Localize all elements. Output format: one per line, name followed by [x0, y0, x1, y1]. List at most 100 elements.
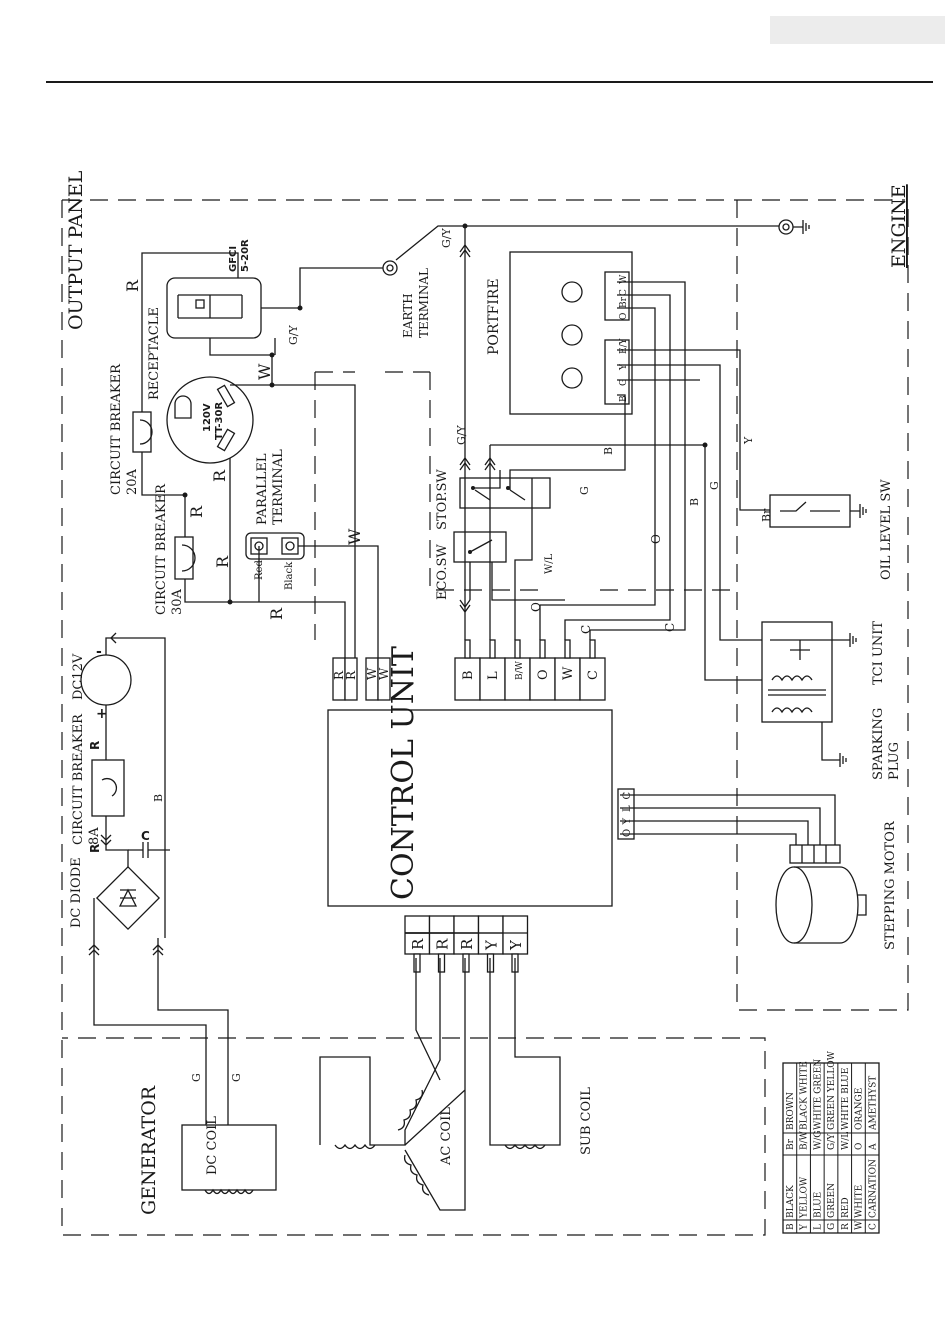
- cu-bottom-pin-label: R: [409, 938, 427, 950]
- cu-bottom-pin-label: Y: [483, 939, 501, 951]
- cu-bottom-pin-label: R: [434, 938, 452, 950]
- parallel-terminal-label-1: PARALLEL: [255, 453, 270, 525]
- ac-coil-label: AC COIL: [439, 1107, 454, 1166]
- oil-level-sw-label: OIL LEVEL SW: [879, 479, 894, 580]
- wire-label-b-2: B: [688, 498, 701, 506]
- dc12v-battery: - + DC12V: [71, 644, 132, 722]
- portfire-bottom-pin-label: G: [619, 379, 629, 386]
- cu-bottom-pin-cell: [502, 915, 529, 955]
- engine-wires: [464, 226, 770, 681]
- generator-title: GENERATOR: [138, 1085, 160, 1215]
- cu-top-pin-cell: [529, 657, 556, 701]
- cu-top-pin-label: B/W: [515, 660, 525, 680]
- cu-bottom-pin-cell: [453, 915, 480, 955]
- earth-terminal-label-2: TERMINAL: [417, 268, 431, 338]
- cu-left-pin-cell: [344, 657, 358, 701]
- breaker-30a-label: 30A: [170, 588, 185, 615]
- eco-sw-label: ECO.SW: [435, 544, 450, 600]
- parallel-terminal-label-2: TERMINAL: [271, 449, 286, 525]
- portfire-top-pin-label: W: [619, 274, 629, 284]
- section-borders: [61, 199, 909, 1236]
- legend-name: BROWN: [786, 1092, 796, 1130]
- gfci-label: GFCI: [228, 246, 239, 272]
- portfire-top-pin-label: O: [619, 313, 629, 320]
- legend-name: WHITE GREEN: [813, 1059, 823, 1130]
- legend-name: AMETHYST: [868, 1076, 878, 1131]
- cu-top-pin-lead: [539, 639, 546, 659]
- parallel-terminal: PARALLEL TERMINAL Red Black: [245, 449, 305, 590]
- ac-coil: AC COIL: [319, 958, 466, 1211]
- parallel-black-label: Black: [284, 561, 295, 590]
- battery-plus: +: [96, 706, 108, 722]
- legend-code: B/W: [800, 1130, 810, 1150]
- portfire-top-pin-label: C: [619, 289, 629, 296]
- wire-label-g-dc-2: G: [230, 1073, 243, 1082]
- cu-left-pin-label: R: [344, 670, 358, 680]
- wire-label-y-1: Y: [742, 436, 755, 445]
- legend-name: GREEN YELLOW: [827, 1050, 837, 1130]
- connector-arrow: [459, 243, 471, 258]
- wire-label-wl: W/L: [544, 553, 555, 574]
- cu-top-pin-lead: [514, 639, 521, 659]
- portfire-bottom-pin-label: Y: [619, 363, 629, 371]
- circuit-breaker-30a: CIRCUIT BREAKER 30A: [154, 483, 196, 615]
- legend-code: G/Y: [827, 1133, 837, 1150]
- connector-arrow: [459, 456, 471, 471]
- eco-switch: ECO.SW: [435, 531, 507, 600]
- cu-left-pin-label: R: [332, 670, 346, 680]
- motor-pin-label: O: [622, 829, 633, 837]
- stepping-motor: STEPPING MOTOR: [620, 794, 898, 950]
- legend-code: Y: [800, 1223, 810, 1231]
- circuit-breaker-label-2: CIRCUIT BREAKER: [154, 483, 169, 615]
- legend-name: GREEN: [827, 1183, 837, 1218]
- wire-label-g-dc-1: G: [190, 1073, 203, 1082]
- legend-name: ORANGE: [855, 1088, 865, 1130]
- dc12v-label: DC12V: [71, 653, 86, 700]
- cu-bottom-pin-cell: [404, 915, 431, 955]
- cu-top-pin-cell: [579, 657, 606, 701]
- header-tab: [770, 16, 945, 44]
- battery-minus: -: [96, 644, 102, 660]
- legend-code: W: [855, 1220, 865, 1230]
- wire-label-gy-1: G/Y: [287, 325, 300, 345]
- sparking-plug-label-1: SPARKING: [871, 708, 886, 780]
- sub-coil-label: SUB COIL: [579, 1087, 594, 1155]
- cu-top-pin-lead: [564, 639, 571, 659]
- legend-code: W/G: [813, 1131, 823, 1150]
- control-unit: CONTROL UNIT: [327, 646, 613, 907]
- legend-code: B: [786, 1223, 796, 1230]
- gfci-rating: 5-20R: [240, 239, 251, 272]
- legend-code: G: [827, 1223, 837, 1230]
- earth-terminal-label-1: EARTH: [401, 293, 415, 338]
- cu-bottom-pin-lead: [437, 953, 446, 973]
- legend-name: BLACK WHITE: [800, 1061, 810, 1130]
- wire-label-r-3: R: [187, 505, 206, 518]
- circuit-breaker-label-1: CIRCUIT BREAKER: [109, 363, 124, 495]
- connector-arrow: [484, 456, 496, 471]
- cu-bottom-pin-lead: [462, 953, 470, 973]
- legend-code: Br: [786, 1138, 796, 1150]
- breaker-8a-label: 8A: [87, 827, 102, 845]
- control-unit-label: CONTROL UNIT: [386, 646, 421, 900]
- cu-left-pin-label: W: [365, 667, 379, 680]
- stepping-motor-label: STEPPING MOTOR: [883, 820, 898, 950]
- portfire: PORTFIRE: [486, 251, 633, 415]
- receptacle-label: RECEPTACLE: [147, 307, 162, 400]
- wire-label-r-dc-1: R: [88, 741, 102, 750]
- receptacle-tt30r: TT-30R: [214, 402, 225, 440]
- legend-code: L: [813, 1224, 823, 1230]
- output-panel-title: OUTPUT PANEL: [65, 170, 87, 330]
- connector-arrow: [459, 599, 471, 614]
- output-panel-wires: [141, 252, 383, 658]
- sparking-plug: SPARKING PLUG: [821, 708, 902, 780]
- wire-label-g-2: G: [708, 481, 721, 490]
- portfire-label: PORTFIRE: [486, 278, 502, 355]
- wire-label-w-2: W: [345, 528, 364, 545]
- sparking-plug-label-2: PLUG: [887, 742, 902, 780]
- tci-unit: TCI UNIT: [761, 621, 886, 723]
- tt30r-receptacle: 120V TT-30R: [166, 376, 254, 464]
- wire-label-c-1: C: [663, 623, 677, 632]
